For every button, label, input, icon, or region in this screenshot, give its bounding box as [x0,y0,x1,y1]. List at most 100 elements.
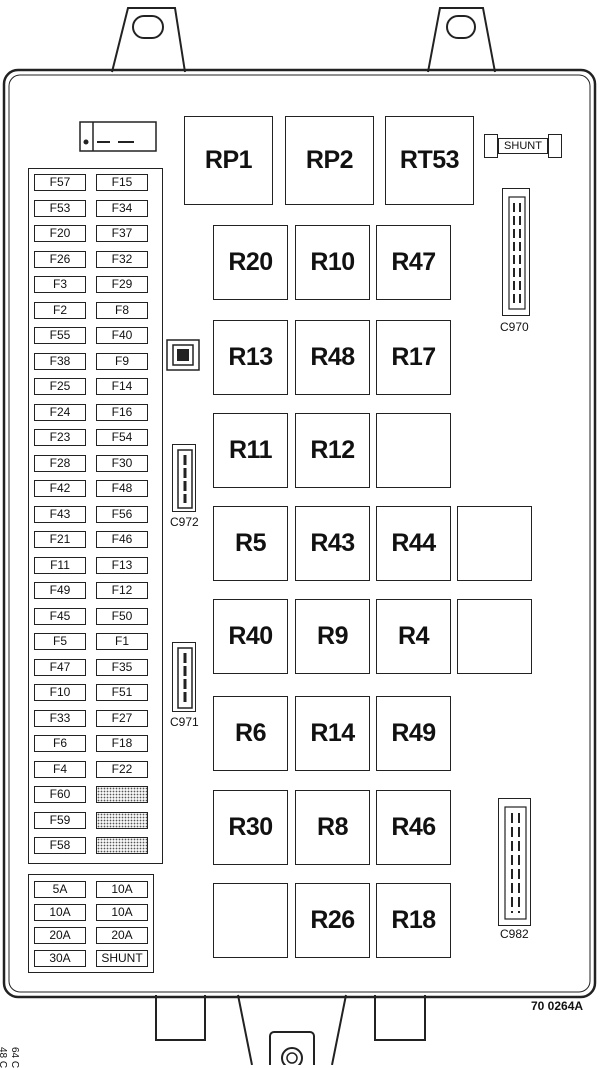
relay-r26: R26 [295,883,370,958]
relay-r40: R40 [213,599,288,674]
fuse-f45: F45 [34,607,86,625]
connector-c970-label: C970 [500,320,529,334]
maxi-fuse-10a: 10A [96,881,148,898]
connector-c971-label: C971 [170,715,199,729]
relay-r44: R44 [376,506,451,581]
relay-slot-empty [376,413,451,488]
maxi-fuse-20a: 20A [96,927,148,944]
relay-r12: R12 [295,413,370,488]
fuse-f50: F50 [96,607,148,625]
fuse-f33: F33 [34,709,86,727]
fuse-f20: F20 [34,225,86,242]
figure-reference: 70 0264A [531,999,584,1013]
fuse-f51: F51 [96,684,148,701]
relay-r48: R48 [295,320,370,395]
relay-r20: R20 [213,225,288,300]
relay-rt53: RT53 [385,116,474,205]
fuse-f55: F55 [34,327,86,344]
fuse-f21: F21 [34,531,86,548]
fuse-f18: F18 [96,735,148,752]
fuse-f16: F16 [96,403,148,421]
maxi-fuse-30a: 30A [34,950,86,967]
relay-r10: R10 [295,225,370,300]
fuse-f35: F35 [96,658,148,676]
connector-c972-body [172,444,196,512]
fuse-slot-empty [96,837,148,854]
fuse-f32: F32 [96,250,148,268]
relay-r11: R11 [213,413,288,488]
relay-slot-empty [213,883,288,958]
maxi-fuse-10a: 10A [34,904,86,921]
connector-c971-body [172,642,196,712]
fuse-f5: F5 [34,633,86,650]
fuse-f27: F27 [96,709,148,727]
fuse-f57: F57 [34,174,86,191]
relay-r9: R9 [295,599,370,674]
fuse-f46: F46 [96,531,148,548]
fuse-f28: F28 [34,454,86,472]
connector-c970-pins [508,196,526,310]
fuse-f15: F15 [96,174,148,191]
fuse-f59: F59 [34,811,86,829]
relay-r4: R4 [376,599,451,674]
fuse-f43: F43 [34,505,86,523]
connector-c982-body [498,798,531,926]
connector-c970-body [502,188,530,316]
fuse-f48: F48 [96,480,148,497]
connector-c972-label: C972 [170,515,199,529]
fuse-f56: F56 [96,505,148,523]
connector-c982-label: C982 [500,927,529,941]
fuse-slot-empty [96,811,148,829]
fuse-f2: F2 [34,301,86,319]
relay-r47: R47 [376,225,451,300]
relay-slot-empty [457,599,532,674]
relay-r14: R14 [295,696,370,771]
fuse-f6: F6 [34,735,86,752]
relay-r5: R5 [213,506,288,581]
fuse-f40: F40 [96,327,148,344]
maxi-fuse-10a: 10A [96,904,148,921]
fuse-f30: F30 [96,454,148,472]
connector-c971-pins [177,647,193,709]
connector-c982-pins [504,806,527,920]
fuse-f11: F11 [34,556,86,574]
fuse-f53: F53 [34,199,86,217]
relay-r8: R8 [295,790,370,865]
fuse-f49: F49 [34,582,86,599]
fuse-f22: F22 [96,760,148,778]
fuse-f1: F1 [96,633,148,650]
fuse-f42: F42 [34,480,86,497]
maxi-fuse-5a: 5A [34,881,86,898]
relay-slot-empty [457,506,532,581]
connector-c972-pins [177,449,193,509]
fuse-f54: F54 [96,429,148,446]
fuse-f29: F29 [96,276,148,293]
relay-r17: R17 [376,320,451,395]
relay-r30: R30 [213,790,288,865]
shunt-link: SHUNT [484,134,562,158]
fuse-f3: F3 [34,276,86,293]
relay-r6: R6 [213,696,288,771]
fuse-f34: F34 [96,199,148,217]
fuse-f9: F9 [96,352,148,370]
fuse-f47: F47 [34,658,86,676]
fuse-f23: F23 [34,429,86,446]
fuse-f25: F25 [34,378,86,395]
fuse-f60: F60 [34,786,86,803]
fuse-f26: F26 [34,250,86,268]
shunt-label: SHUNT [498,138,548,154]
relay-rp2: RP2 [285,116,374,205]
fuse-f10: F10 [34,684,86,701]
fuse-f37: F37 [96,225,148,242]
relay-r46: R46 [376,790,451,865]
relay-r49: R49 [376,696,451,771]
fuse-f13: F13 [96,556,148,574]
fuse-f58: F58 [34,837,86,854]
relay-r18: R18 [376,883,451,958]
fuse-f4: F4 [34,760,86,778]
fuse-f14: F14 [96,378,148,395]
relay-rp1: RP1 [184,116,273,205]
relay-r43: R43 [295,506,370,581]
fuse-f12: F12 [96,582,148,599]
